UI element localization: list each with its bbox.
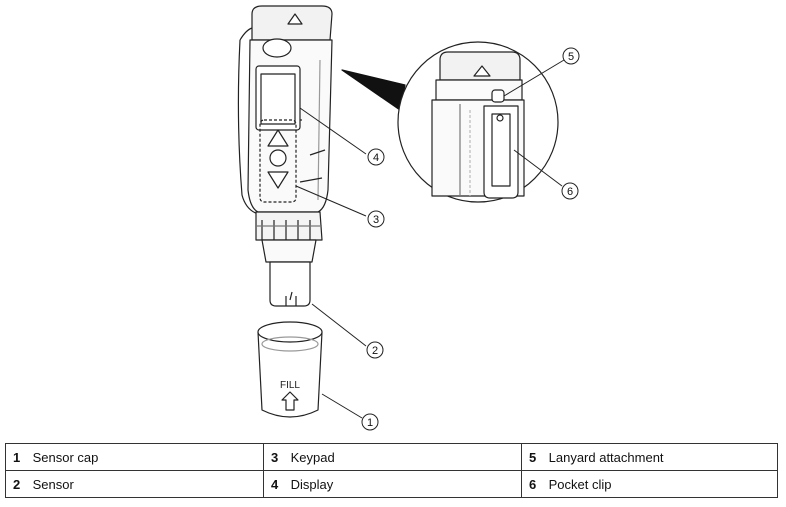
callout-3-label: 3 [373,214,379,226]
legend-cell: 1 Sensor cap [5,443,264,471]
legend-label: Keypad [290,449,335,465]
callout-6-label: 6 [567,186,573,198]
callout-5: 5 [562,47,580,65]
key-down-icon [267,171,289,189]
keypad [259,119,297,203]
legend-row: 1 Sensor cap 3 Keypad 5 Lanyard attachme… [5,443,778,471]
legend-number: 4 [271,476,279,492]
legend-label: Display [290,476,334,492]
legend-label: Sensor [32,476,74,492]
leader-lines [295,59,565,419]
legend-label: Pocket clip [548,476,612,492]
legend-label: Lanyard attachment [548,449,664,465]
callout-1-label: 1 [367,417,373,429]
callout-5-label: 5 [568,51,574,63]
sensor-cap [257,321,323,418]
meter-body [237,5,333,263]
display [255,65,301,131]
legend-row: 2 Sensor 4 Display 6 Pocket clip [5,470,778,498]
triangle-up-icon [287,13,303,25]
legend-cell: 3 Keypad [263,443,522,471]
callout-1: 1 [361,413,379,431]
arrow-up-icon [281,391,299,411]
legend-cell: 2 Sensor [5,470,264,498]
pocket-clip [483,105,519,199]
key-up-icon [267,129,289,147]
legend-number: 2 [13,476,21,492]
lanyard-attachment [491,89,505,103]
triangle-up-icon-detail [473,65,491,77]
meter-illustration: FILL 1 2 3 4 5 6 [237,5,580,431]
callout-3: 3 [367,210,385,228]
key-circle-icon [269,149,287,167]
legend-number: 6 [529,476,537,492]
callout-2-label: 2 [372,345,378,357]
legend-number: 1 [13,449,21,465]
legend-number: 3 [271,449,279,465]
sensor [269,261,311,307]
callout-4-label: 4 [373,152,379,164]
callout-2: 2 [366,341,384,359]
legend-label: Sensor cap [32,449,99,465]
legend-cell: 5 Lanyard attachment [521,443,778,471]
legend-cell: 6 Pocket clip [521,470,778,498]
callout-6: 6 [561,182,579,200]
legend-table: 1 Sensor cap 3 Keypad 5 Lanyard attachme… [5,443,778,498]
callout-4: 4 [367,148,385,166]
cup-fill-label: FILL [280,380,300,391]
detail-magnifier [341,41,559,203]
legend-number: 5 [529,449,537,465]
legend-cell: 4 Display [263,470,522,498]
